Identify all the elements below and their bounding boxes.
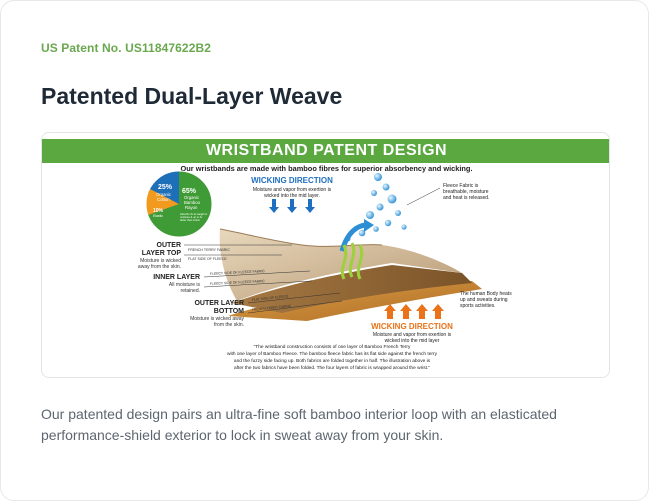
- outer-top-text-1: Moisture is wicked: [140, 258, 181, 264]
- water-droplets: [345, 173, 407, 242]
- outer-bottom-text-1: Moisture is wicked away: [190, 316, 244, 322]
- quote-line-4: after the two fabrics have been folded. …: [234, 365, 430, 371]
- description: Our patented design pairs an ultra-fine …: [41, 406, 557, 443]
- wicking-squiggles: [340, 242, 364, 280]
- inner-tag-1: FLEECY SIDE OF FLEECE FABRIC: [210, 269, 266, 276]
- body-note-3: sports activities.: [460, 303, 496, 309]
- patent-number: US Patent No. US11847622B2: [41, 41, 212, 55]
- quote-line-2: with one layer of Bamboo Fleece. The bam…: [227, 351, 438, 357]
- infographic-subtitle: Our wristbands are made with bamboo fibr…: [180, 164, 473, 173]
- pie-bamboo-label-1: Organic: [184, 195, 200, 200]
- outer-bottom-title-2: BOTTOM: [214, 308, 244, 315]
- quote-line-1: "The wristband construction consists of …: [254, 344, 411, 350]
- outer-top-text-2: away from the skin.: [138, 264, 181, 270]
- fleece-note-3: and heat is released.: [443, 195, 489, 201]
- wicking-top-text-1: Moisture and vapor from exertion is: [253, 187, 332, 193]
- pie-bamboo-pct: 65%: [182, 188, 197, 195]
- infographic-banner: WRISTBAND PATENT DESIGN: [42, 139, 609, 163]
- pie-slice-bamboo: [148, 170, 213, 237]
- outer-top-tag-2: FLAT SIDE OF FLEECE: [188, 257, 227, 261]
- inner-tag-2: FLEECY SIDE OF FLEECE FABRIC: [210, 279, 266, 286]
- fleece-note-1: Fleece Fabric is: [443, 183, 479, 189]
- wicking-top-title: WICKING DIRECTION: [251, 176, 333, 185]
- pie-note-wrap: Absorbs 3x its weight in moisture & up t…: [180, 213, 208, 222]
- outer-top-tag-1: FRENCH TERRY FABRIC: [188, 248, 230, 252]
- pie-note: Absorbs 3x its weight in moisture & up t…: [180, 213, 208, 222]
- pie-cotton-label-2: Cotton: [157, 197, 170, 202]
- outer-top-title-2: LAYER TOP: [142, 250, 182, 257]
- inner-text-2: retained.: [181, 288, 200, 294]
- inner-text-1: All moisture is: [169, 282, 201, 288]
- up-arrows: [384, 304, 444, 319]
- wicking-top-text-2: wicked into the mid layer.: [264, 193, 320, 199]
- composition-pie: [145, 170, 213, 238]
- wicking-bottom-text-2: wicked into the mid layer: [385, 338, 440, 344]
- pie-cotton-label-1: Organic: [156, 192, 172, 197]
- pie-cotton-pct: 25%: [158, 184, 173, 191]
- body-note-1: The human Body heats: [460, 291, 512, 297]
- outer-top-title-1: OUTER: [157, 242, 182, 249]
- patent-infographic: WRISTBAND PATENT DESIGN Our wristbands a…: [41, 132, 610, 378]
- outer-bottom-tag-2: FRENCH TERRY FABRIC: [252, 304, 292, 312]
- wicking-bottom-text-1: Moisture and vapor from exertion is: [373, 332, 452, 338]
- pie-other-label: Elastic: [153, 214, 163, 218]
- outer-bottom-title-1: OUTER LAYER: [194, 300, 244, 307]
- outer-bottom-tag-1: FLAT SIDE OF FLEECE: [252, 294, 290, 302]
- inner-title: INNER LAYER: [153, 274, 200, 281]
- fabric-illustration: 25% Organic Cotton 65% Organic Bamboo Ra…: [138, 170, 512, 371]
- pie-bamboo-label-3: Rayon: [185, 205, 198, 210]
- body-note-2: up and sweats during: [460, 297, 508, 303]
- quote-line-3: and the fuzzy side facing up. Both fabri…: [234, 358, 431, 364]
- pie-bamboo-label-2: Bamboo: [184, 200, 201, 205]
- down-arrows: [269, 199, 315, 213]
- fleece-note-2: breathable, moisture: [443, 189, 489, 195]
- headline: Patented Dual-Layer Weave: [41, 83, 343, 109]
- pie-other-pct: 10%: [153, 208, 164, 214]
- outer-bottom-text-2: from the skin.: [214, 322, 244, 328]
- wicking-bottom-title: WICKING DIRECTION: [371, 322, 453, 331]
- pie-slice-elastic: [146, 189, 179, 215]
